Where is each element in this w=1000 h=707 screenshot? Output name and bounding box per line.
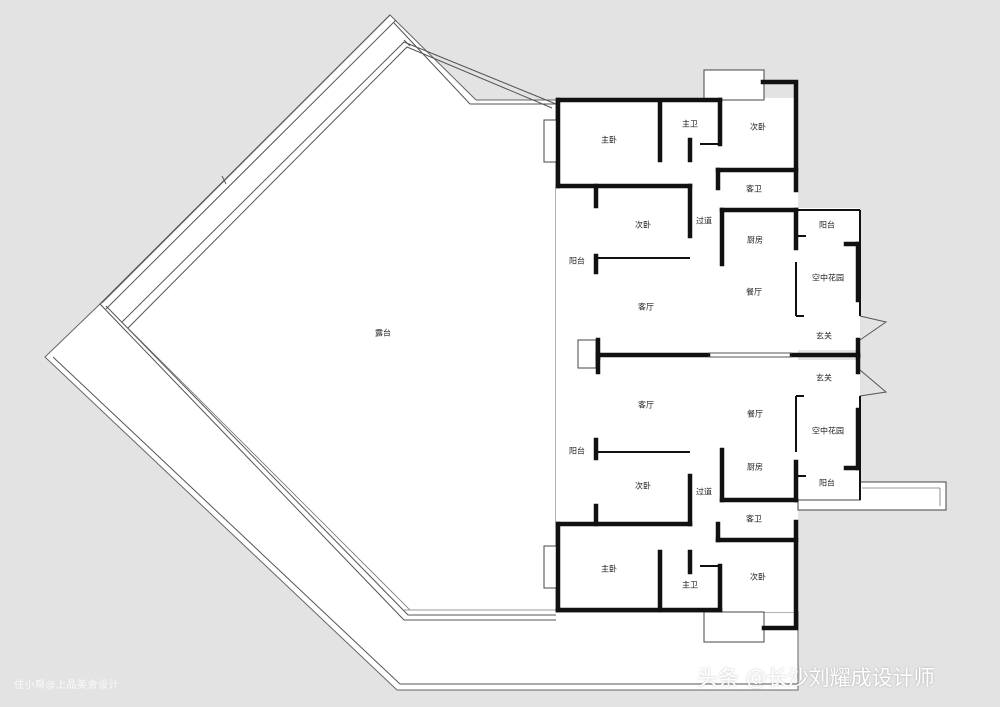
label-bedroom-ne-upper: 次卧 xyxy=(750,122,766,132)
label-master-bedroom-upper: 主卧 xyxy=(601,135,617,145)
label-entrance-lower: 玄关 xyxy=(816,373,832,383)
label-kitchen-lower: 厨房 xyxy=(747,462,763,472)
label-entrance-upper: 玄关 xyxy=(816,331,832,341)
label-balcony-east-upper: 阳台 xyxy=(819,220,835,230)
label-sky-garden-upper: 空中花园 xyxy=(812,273,844,283)
label-bedroom-mid-upper: 次卧 xyxy=(635,220,651,230)
label-living-room-upper: 客厅 xyxy=(638,302,654,312)
label-balcony-east-lower: 阳台 xyxy=(819,478,835,488)
label-kitchen-upper: 厨房 xyxy=(747,235,763,245)
label-master-bath-upper: 主卫 xyxy=(682,119,698,129)
label-balcony-west-lower: 阳台 xyxy=(569,446,585,456)
terrace-area xyxy=(44,14,799,691)
label-master-bedroom-lower: 主卧 xyxy=(601,564,617,574)
label-master-bath-lower: 主卫 xyxy=(682,580,698,590)
label-bedroom-se-lower: 次卧 xyxy=(750,572,766,582)
label-sky-garden-lower: 空中花园 xyxy=(812,426,844,436)
label-bedroom-mid-lower: 次卧 xyxy=(635,481,651,491)
label-dining-upper: 餐厅 xyxy=(746,288,762,297)
watermark-left: 住小帮@上品美舍设计 xyxy=(14,680,119,691)
watermark-right: 头条 @长沙刘耀成设计师 xyxy=(697,666,935,690)
label-balcony-west-upper: 阳台 xyxy=(569,256,585,266)
lower-unit-walls xyxy=(555,353,888,631)
label-corridor-upper: 过道 xyxy=(696,216,712,226)
label-terrace: 露台 xyxy=(375,328,391,338)
label-dining-lower: 餐厅 xyxy=(747,410,763,419)
label-guest-bath-lower: 客卫 xyxy=(746,514,762,524)
label-living-room-lower: 客厅 xyxy=(638,400,654,410)
label-guest-bath-upper: 客卫 xyxy=(746,184,762,194)
label-corridor-lower: 过道 xyxy=(696,487,712,497)
upper-unit-walls xyxy=(555,79,888,361)
